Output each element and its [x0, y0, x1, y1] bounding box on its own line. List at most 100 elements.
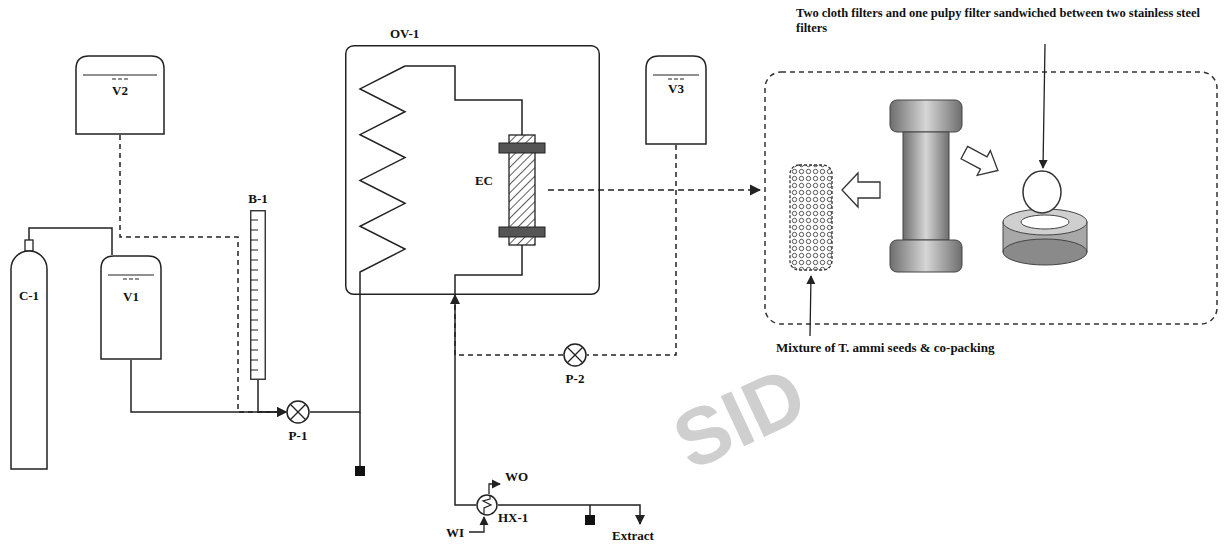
feed-tank: V1: [100, 255, 162, 360]
stream-label: WO: [505, 469, 528, 484]
equipment-tag: HX-1: [498, 510, 528, 525]
equipment-tag: P-2: [566, 371, 585, 386]
column-flange: [499, 143, 545, 153]
detail-inset: [890, 240, 962, 272]
liquid-level: [124, 79, 128, 80]
burette-tick: [251, 310, 258, 311]
gas-cylinder: C-1: [10, 240, 48, 470]
equipment-tag: V1: [123, 289, 139, 304]
equipment-tag: C-1: [19, 288, 39, 303]
burette-outline: [251, 211, 266, 380]
pipe-line: [29, 228, 112, 255]
detail-inset: [1003, 239, 1087, 265]
liquid-level: [674, 79, 678, 80]
tank-outline: [101, 256, 161, 359]
extraction-column: EC: [499, 135, 545, 245]
detail-inset: [1021, 215, 1069, 229]
pump-symbol: P-2: [563, 343, 587, 367]
pipe-line: [455, 295, 476, 505]
equipment-tag: B-1: [248, 191, 268, 206]
cosolvent-tank: V3: [645, 55, 707, 145]
burette-tick: [251, 270, 258, 271]
pipe-line: [587, 145, 676, 355]
extract-line: [498, 505, 640, 524]
detail-inset: [1023, 171, 1061, 213]
callout-note: Two cloth filters and one pulpy filter s…: [796, 6, 1221, 36]
equipment-tag: EC: [475, 173, 493, 188]
heating-coil: [360, 66, 405, 295]
exchanger-coil: [483, 495, 491, 515]
extract-line: [589, 505, 591, 515]
extraction-column-outline: [499, 135, 545, 245]
oven-box-outline: [345, 45, 600, 295]
oven-outline: [346, 46, 600, 295]
liquid-level: [83, 74, 157, 75]
liquid-level: [108, 274, 154, 275]
oven-box: OV-1EC: [345, 45, 600, 295]
detail-inset: [765, 72, 1217, 324]
burette-tick: [251, 300, 258, 301]
cylinder-valve: [25, 240, 33, 251]
pump-casing: [564, 344, 586, 366]
detail-inset: [903, 132, 949, 240]
drain-valve: [355, 466, 365, 476]
watermark: SID: [660, 349, 820, 489]
liquid-level: [112, 79, 116, 80]
tank-outline: [76, 56, 164, 134]
pump-impeller: [567, 347, 582, 362]
product-label: Extract: [612, 528, 654, 543]
heat-exchanger: HX-1: [476, 494, 498, 516]
detail-inset: [765, 72, 1217, 324]
equipment-tag: P-1: [289, 428, 308, 443]
liquid-level: [680, 79, 684, 80]
liquid-level: [135, 279, 139, 280]
column-flange: [499, 227, 545, 237]
heating-coil: [360, 66, 405, 295]
heat-exchanger-outline: [476, 494, 498, 516]
cooling-water-lines: [489, 484, 500, 494]
feed-tank-outline: [100, 255, 162, 360]
burette-tick: [251, 280, 258, 281]
equipment-tag: OV-1: [390, 26, 419, 41]
pipe-line: [310, 295, 360, 412]
callout-note: Mixture of T. ammi seeds & co-packing: [776, 340, 994, 355]
cylinder-outline: [11, 251, 47, 469]
detail-pointer: [548, 189, 760, 191]
oven-piping: [455, 244, 522, 295]
drain-valve: [355, 412, 365, 476]
equipment-tag: V2: [112, 83, 128, 98]
detail-inset: [790, 165, 832, 270]
burette-tick: [251, 250, 258, 251]
leader-arrow: [810, 276, 811, 336]
liquid-level: [653, 74, 699, 75]
burette-tick: [251, 350, 258, 351]
tank-outline: [646, 56, 706, 144]
extract-line: [585, 515, 595, 525]
detail-inset: [842, 173, 880, 207]
solvent-tank: V2: [75, 55, 165, 135]
cooling-water-lines: [469, 484, 500, 532]
burette-outline: [250, 210, 266, 380]
burette-tick: [251, 340, 258, 341]
liquid-level: [129, 279, 133, 280]
pump-impeller: [290, 404, 305, 419]
pipe-line: [258, 380, 286, 412]
burette-tick: [251, 360, 258, 361]
leader-arrow: [810, 44, 1045, 336]
pipe-line: [455, 295, 563, 355]
drain-valve: [359, 412, 361, 466]
burette: B-1: [250, 210, 266, 380]
burette-tick: [251, 330, 258, 331]
burette-tick: [251, 220, 258, 221]
burette-tick: [251, 290, 258, 291]
cosolvent-tank-outline: [645, 55, 707, 145]
burette-tick: [251, 260, 258, 261]
burette-tick: [251, 230, 258, 231]
pump-symbol: P-1: [286, 400, 310, 424]
pump-symbol-outline: [563, 343, 587, 367]
burette-tick: [251, 370, 258, 371]
pump-symbol-outline: [286, 400, 310, 424]
gas-cylinder-outline: [10, 240, 48, 470]
